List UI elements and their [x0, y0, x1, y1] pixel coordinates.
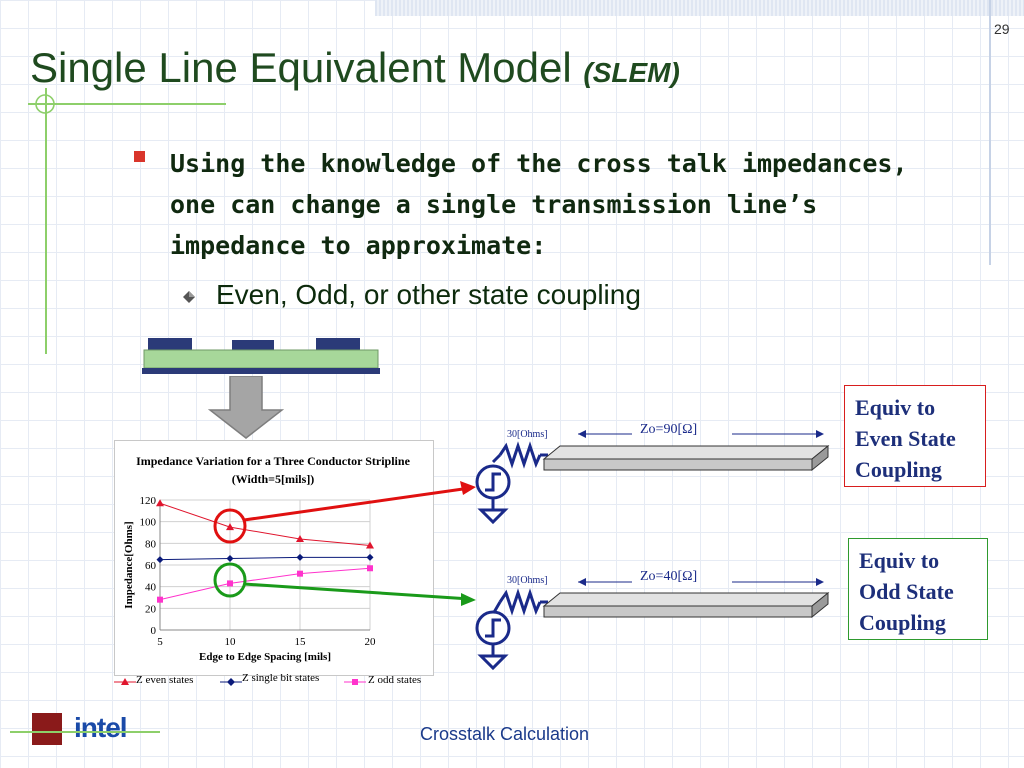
odd-highlight-circle [213, 562, 247, 598]
footer-rule [10, 731, 160, 733]
even-highlight-circle [213, 508, 247, 544]
footer-text: Crosstalk Calculation [420, 724, 590, 744]
y-axis-label: Impedance[Ohms] [123, 521, 135, 608]
ground-icon [477, 508, 509, 525]
chart-title: Impedance Variation for a Three Conducto… [136, 454, 410, 468]
equiv-even-line-1: Equiv to [855, 395, 936, 420]
point-single [296, 553, 304, 561]
equiv-odd-line-1: Equiv to [859, 548, 940, 573]
intel-logo: intel [74, 712, 128, 743]
circuit-even-zo: Zo=90[Ω] [640, 422, 697, 437]
point-odd [227, 580, 233, 587]
chart-title-block: Impedance Variation for a Three Conducto… [114, 452, 432, 488]
y-tick-label: 60 [145, 560, 157, 572]
point-even [226, 523, 234, 531]
y-tick-label: 40 [145, 582, 157, 594]
decor-line-left [45, 88, 47, 354]
equiv-even-box: Equiv to Even State Coupling [844, 385, 986, 487]
point-single [156, 556, 164, 564]
main-bullet: Using the knowledge of the cross talk im… [170, 149, 908, 260]
point-single [226, 555, 234, 562]
ground-icon [477, 654, 509, 671]
green-arrowhead [461, 593, 476, 606]
y-tick-label: 80 [145, 538, 157, 550]
y-tick-label: 100 [140, 517, 157, 529]
point-even [156, 499, 164, 507]
point-even [296, 535, 304, 542]
legend-odd-icon [344, 679, 366, 685]
equiv-odd-line-3: Coupling [859, 610, 946, 635]
crosshair-icon [35, 94, 55, 114]
x-tick-label: 15 [295, 636, 307, 648]
conductor-2 [232, 340, 274, 350]
diamond-bullet-icon [183, 291, 195, 303]
equiv-even-line-2: Even State [855, 426, 956, 451]
series-line-2 [159, 567, 371, 601]
x-axis-label: Edge to Edge Spacing [mils] [199, 651, 331, 663]
y-tick-label: 120 [140, 495, 157, 507]
point-odd [367, 565, 373, 572]
point-odd [157, 596, 163, 603]
circuit-odd: 30[Ohms] Zo=40[Ω] [475, 569, 830, 671]
legend-single-icon [220, 678, 242, 686]
legend-even-icon [114, 678, 136, 685]
circuit-odd-resistor: 30[Ohms] [507, 575, 548, 586]
series-line-1 [159, 556, 370, 561]
conductor-1 [148, 338, 192, 350]
circuit-odd-zo: Zo=40[Ω] [640, 569, 697, 584]
equiv-even-line-3: Coupling [855, 457, 942, 482]
circuit-even: 30[Ohms] Zo=90[Ω] [475, 422, 830, 525]
bullet-square-icon [134, 151, 145, 162]
point-even [366, 541, 374, 549]
sub-bullet: Even, Odd, or other state coupling [216, 279, 641, 310]
point-single [366, 553, 374, 561]
down-arrow-icon [208, 376, 284, 439]
stripline-cross-section [142, 338, 380, 374]
title-text: Single Line Equivalent Model [30, 44, 572, 91]
series-line-0 [159, 502, 371, 546]
x-tick-label: 20 [365, 636, 377, 648]
title-abbr: (SLEM) [583, 57, 680, 88]
red-arrow [243, 486, 471, 522]
equiv-odd-line-2: Odd State [859, 579, 954, 604]
green-arrow [243, 582, 471, 601]
chart-legend: Z even states Z single bit states Z odd … [112, 672, 442, 694]
x-tick-label: 10 [225, 636, 237, 648]
decor-line-title [28, 103, 226, 105]
slide-number: 29 [994, 21, 1010, 37]
point-odd [297, 570, 303, 577]
x-tick-label: 5 [157, 636, 163, 648]
legend-single: Z single bit states [242, 672, 320, 684]
top-band [375, 0, 1024, 16]
chart-subtitle: (Width=5[mils]) [231, 472, 315, 486]
red-arrowhead [460, 481, 476, 495]
university-seal-icon [32, 713, 62, 745]
equiv-odd-box: Equiv to Odd State Coupling [848, 538, 988, 640]
decor-line-right [989, 0, 991, 265]
legend-odd: Z odd states [368, 674, 422, 686]
legend-even: Z even states [136, 674, 194, 686]
circuit-even-resistor: 30[Ohms] [507, 429, 548, 440]
y-tick-label: 20 [145, 603, 157, 615]
conductor-3 [316, 338, 360, 350]
slide-title: Single Line Equivalent Model (SLEM) [30, 44, 680, 92]
y-tick-label: 0 [151, 625, 157, 637]
